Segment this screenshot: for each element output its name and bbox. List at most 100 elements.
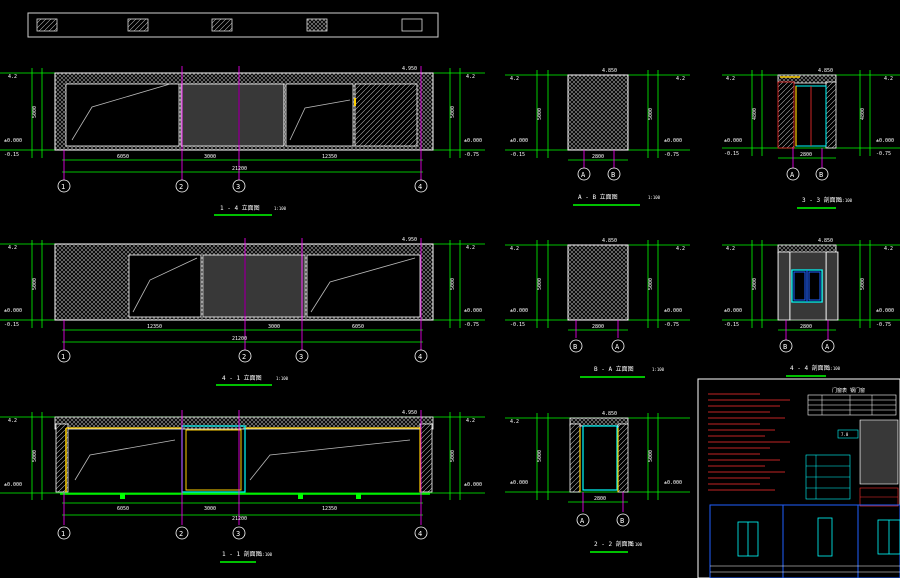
level-label: -0.15 (510, 322, 525, 328)
dim-text: 3000 (268, 324, 280, 330)
dim-text: 5000 (537, 278, 543, 290)
drawing-title: A - B 立面图 (578, 193, 618, 201)
axis-label-b: B (620, 517, 624, 525)
dim-text: 6050 (117, 506, 129, 512)
level-label: ±0.000 (510, 138, 528, 144)
axis-label-b: B (819, 171, 823, 179)
level-label: 4.2 (726, 246, 735, 252)
dim-text: 21200 (232, 336, 247, 342)
drawing-scale: 1:100 (840, 198, 853, 203)
drawing-title: 3 - 3 剖面图 (802, 196, 842, 204)
axis-label-3: 3 (299, 353, 303, 361)
dim-text: 12350 (322, 154, 337, 160)
level-label: ±0.000 (510, 308, 528, 314)
level-label: ±0.000 (876, 138, 894, 144)
level-label: -0.15 (4, 152, 19, 158)
dim-text: 2800 (592, 154, 604, 160)
level-label: -0.75 (876, 151, 891, 157)
axis-label-a: A (581, 171, 586, 179)
level-label: 4.850 (602, 238, 617, 244)
general-notes (708, 393, 790, 491)
level-label: 4.2 (466, 418, 475, 424)
axis-label-2: 2 (242, 353, 246, 361)
level-label: 4.850 (818, 68, 833, 74)
section-2-2: 4.2 4.850 ±0.000 ±0.000 5000 5000 2800 A… (505, 411, 690, 553)
level-label: ±0.000 (464, 138, 482, 144)
section-1-1: 4.2 4.2 4.950 ±0.000 ±0.000 5000 5000 60… (0, 410, 485, 563)
level-label: 4.2 (676, 76, 685, 82)
level-label: -0.15 (4, 322, 19, 328)
axis-label-3: 3 (236, 183, 240, 191)
title-block-sheet: 门窗表 钢门窗 7.0 (697, 378, 900, 578)
dim-text: 5000 (32, 106, 38, 118)
section-4-4: 4.2 4.2 4.850 ±0.000 ±0.000 -0.15 -0.75 … (722, 238, 900, 377)
level-label: ±0.000 (464, 308, 482, 314)
dim-text: 4800 (860, 108, 866, 120)
level-label: 4.950 (402, 237, 417, 243)
drawing-title: 1 - 4 立面图 (220, 204, 260, 212)
level-label: 4.2 (884, 76, 893, 82)
axis-label-1: 1 (61, 183, 65, 191)
drawing-title: B - A 立面图 (594, 365, 634, 373)
axis-label-4: 4 (418, 530, 422, 538)
drawing-title: 2 - 2 剖面图 (594, 540, 634, 548)
dim-text: 3000 (204, 506, 216, 512)
dim-text: 3000 (204, 154, 216, 160)
axis-label-3: 3 (236, 530, 240, 538)
level-label: -0.15 (724, 322, 739, 328)
level-label: ±0.000 (4, 138, 22, 144)
dim-text: 21200 (232, 516, 247, 522)
axis-label-4: 4 (418, 183, 422, 191)
level-label: 4.850 (602, 68, 617, 74)
axis-label-b: B (611, 171, 615, 179)
section-3-3: 4.2 4.2 4.850 ±0.000 ±0.000 -0.15 -0.75 … (722, 68, 900, 209)
level-label: -0.75 (664, 322, 679, 328)
dim-text: 6050 (117, 154, 129, 160)
drawing-title: 1 - 1 剖面图 (222, 550, 262, 558)
dim-text: 5000 (648, 450, 654, 462)
dim-text: 2800 (800, 324, 812, 330)
level-label: 4.2 (8, 418, 17, 424)
elevation-1-4: 4.2 4.2 4.950 ±0.000 ±0.000 -0.15 -0.75 … (0, 66, 485, 216)
dim-text: 5000 (32, 450, 38, 462)
level-label: -0.75 (876, 322, 891, 328)
level-label: 4.2 (8, 74, 17, 80)
level-label: -0.75 (464, 152, 479, 158)
level-label: 4.950 (402, 66, 417, 72)
drawing-scale: 1:100 (630, 542, 643, 547)
dim-text: 2800 (594, 496, 606, 502)
axis-label-2: 2 (179, 530, 183, 538)
dim-text: 5000 (752, 278, 758, 290)
drawing-title: 4 - 4 剖面图 (790, 364, 830, 372)
dim-text: 5000 (648, 108, 654, 120)
level-label: 4.2 (510, 76, 519, 82)
elevation-a-b: 4.2 4.2 4.850 ±0.000 ±0.000 -0.15 -0.75 … (505, 68, 690, 206)
level-label: ±0.000 (664, 308, 682, 314)
dim-text: 4800 (752, 108, 758, 120)
legend-bar (27, 12, 439, 38)
level-label: ±0.000 (510, 480, 528, 486)
drawing-scale: 1:100 (652, 367, 665, 372)
drawing-scale: 1:100 (828, 366, 841, 371)
dim-text: 5000 (450, 278, 456, 290)
dim-text: 5000 (648, 278, 654, 290)
level-label: 4.2 (466, 245, 475, 251)
dim-text: 21200 (232, 166, 247, 172)
level-label: 4.2 (884, 246, 893, 252)
level-label: 4.850 (602, 411, 617, 417)
dim-text: 5000 (537, 108, 543, 120)
dim-text: 5000 (860, 278, 866, 290)
drawing-scale: 1:100 (274, 206, 287, 211)
elevation-4-1: 4.2 4.2 4.950 ±0.000 ±0.000 -0.15 -0.75 … (0, 237, 485, 386)
axis-label-b: B (573, 343, 577, 351)
level-label: 4.950 (402, 410, 417, 416)
axis-label-a: A (580, 517, 585, 525)
level-label: ±0.000 (664, 480, 682, 486)
axis-label-b: B (783, 343, 787, 351)
dim-text: 12350 (322, 506, 337, 512)
drawing-scale: 1:100 (260, 552, 273, 557)
level-label: -0.15 (724, 151, 739, 157)
level-label: ±0.000 (876, 308, 894, 314)
axis-label-1: 1 (61, 530, 65, 538)
